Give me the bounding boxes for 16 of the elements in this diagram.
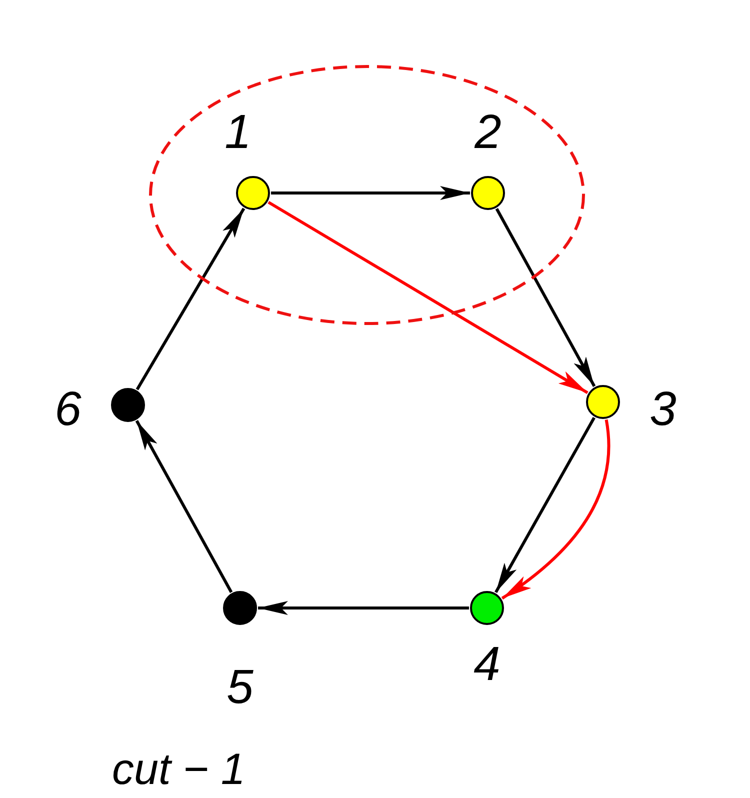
vertex-number: 1 — [224, 109, 252, 157]
arrow — [494, 416, 596, 594]
vertex-number: 3 — [650, 386, 676, 434]
arrow — [268, 200, 588, 394]
arrow — [501, 420, 610, 600]
vertex-number: 5 — [226, 664, 254, 712]
arrow — [135, 420, 233, 593]
dashed-ellipse — [149, 65, 585, 325]
vertex-number: 4 — [474, 641, 500, 689]
arrow — [136, 208, 246, 390]
arrow — [271, 186, 470, 200]
vertex-number: 6 — [54, 386, 82, 434]
arrow — [258, 601, 469, 615]
vertex-number: 2 — [474, 109, 502, 157]
caption: cut − 1 — [112, 748, 246, 792]
arrow — [495, 208, 596, 387]
